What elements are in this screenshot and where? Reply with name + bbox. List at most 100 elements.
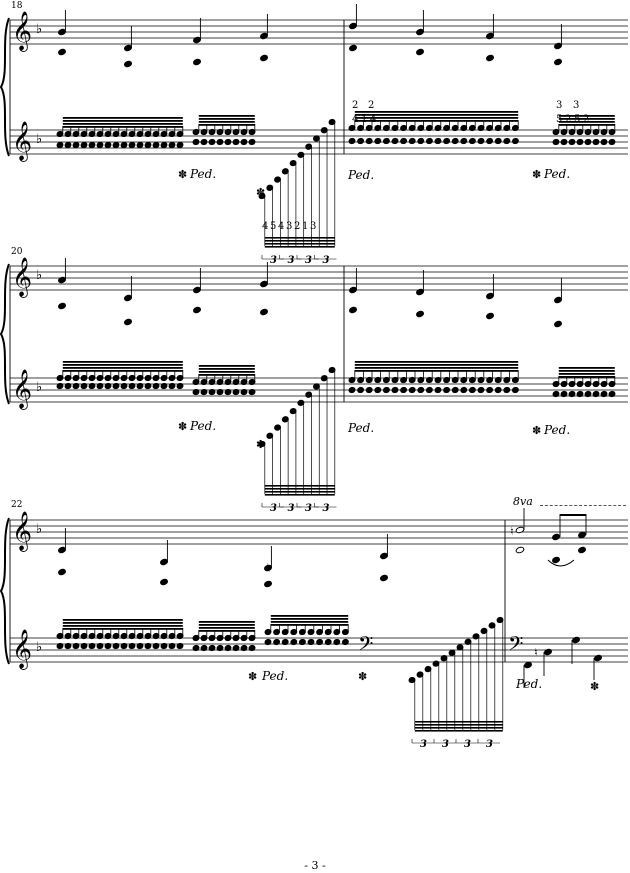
- notehead: [554, 320, 562, 328]
- key-signature-flat: ♭: [36, 268, 42, 283]
- notehead: [104, 382, 112, 390]
- notehead: [72, 141, 80, 149]
- notehead: [96, 382, 104, 390]
- notehead: [160, 141, 168, 149]
- notehead: [417, 386, 425, 394]
- key-signature-flat: ♭: [36, 132, 42, 147]
- notehead: [56, 642, 64, 650]
- beam: [558, 376, 615, 378]
- notehead: [448, 649, 456, 656]
- beam: [558, 124, 615, 126]
- beam: [62, 367, 183, 369]
- notehead: [128, 141, 136, 149]
- beam: [198, 365, 255, 367]
- notehead: [80, 382, 88, 390]
- notehead: [312, 383, 320, 390]
- notehead: [160, 382, 168, 390]
- pedal-release-marking: ✽: [590, 680, 599, 693]
- beam: [62, 117, 183, 119]
- pedal-down-marking: Ped.: [347, 421, 374, 435]
- notehead: [600, 390, 608, 398]
- notehead: [128, 382, 136, 390]
- notehead: [408, 386, 416, 394]
- beam: [62, 120, 183, 122]
- key-signature-flat: ♭: [36, 640, 42, 655]
- beam: [198, 621, 255, 623]
- notehead: [341, 638, 349, 646]
- notehead: [290, 638, 298, 646]
- beam: [198, 368, 255, 370]
- notehead: [552, 533, 560, 541]
- notehead: [289, 159, 297, 167]
- notehead: [568, 138, 576, 146]
- fingering: 2: [368, 100, 375, 111]
- beam: [198, 124, 255, 126]
- notehead: [88, 642, 96, 650]
- notehead: [486, 54, 494, 62]
- notehead: [515, 526, 525, 534]
- notehead: [486, 386, 494, 394]
- beam: [414, 724, 503, 726]
- notehead: [124, 60, 132, 68]
- notehead: [216, 138, 224, 146]
- notehead: [104, 642, 112, 650]
- beam: [558, 115, 615, 117]
- notehead: [96, 141, 104, 149]
- notehead: [112, 382, 120, 390]
- notehead: [584, 390, 592, 398]
- natural-sign: ♮: [510, 525, 514, 538]
- notehead: [316, 638, 324, 646]
- pedal-down-marking: Ped.: [347, 168, 374, 182]
- tuplet-number: 3: [288, 503, 295, 514]
- notehead: [305, 143, 313, 150]
- notehead: [266, 184, 274, 191]
- tuplet-number: 3: [323, 503, 330, 514]
- ottava-marking: 8va: [513, 495, 533, 508]
- notehead: [124, 318, 132, 326]
- beam: [414, 730, 503, 732]
- fingering: 4: [370, 114, 377, 125]
- notehead: [200, 138, 208, 146]
- beam: [198, 121, 255, 123]
- notehead: [503, 137, 511, 145]
- tuplet-number: 3: [464, 739, 471, 750]
- notehead: [515, 546, 525, 554]
- notehead: [216, 644, 224, 652]
- beam: [558, 367, 615, 369]
- bass-clef-icon: 𝄢: [508, 632, 523, 660]
- notehead: [248, 644, 256, 652]
- pedal-release-marking: ✽: [178, 420, 187, 433]
- tuplet-number: 3: [288, 255, 295, 266]
- beam: [62, 370, 183, 372]
- treble-clef-icon: 𝄞: [12, 257, 32, 298]
- notehead: [281, 638, 289, 646]
- beam: [558, 370, 615, 372]
- beam: [414, 721, 503, 723]
- beam: [62, 619, 183, 621]
- page-number: - 3 -: [304, 859, 326, 872]
- notehead: [357, 137, 365, 145]
- notehead: [192, 644, 200, 652]
- notehead: [494, 386, 502, 394]
- beam: [198, 374, 255, 376]
- beam: [354, 111, 519, 113]
- notehead: [560, 138, 568, 146]
- pedal-release-marking: ✽: [256, 186, 265, 199]
- notehead: [468, 386, 476, 394]
- measure-number: 18: [11, 1, 23, 11]
- notehead: [552, 556, 560, 564]
- notehead: [240, 388, 248, 396]
- notehead: [608, 138, 616, 146]
- notehead: [152, 382, 160, 390]
- notehead: [200, 644, 208, 652]
- beam: [264, 485, 335, 487]
- beam: [198, 624, 255, 626]
- notehead: [72, 642, 80, 650]
- tuplet-number: 3: [420, 739, 427, 750]
- notehead: [64, 642, 72, 650]
- notehead: [120, 642, 128, 650]
- fingering: 1: [361, 114, 368, 125]
- notehead: [552, 138, 560, 146]
- beam: [558, 118, 615, 120]
- notehead: [176, 141, 184, 149]
